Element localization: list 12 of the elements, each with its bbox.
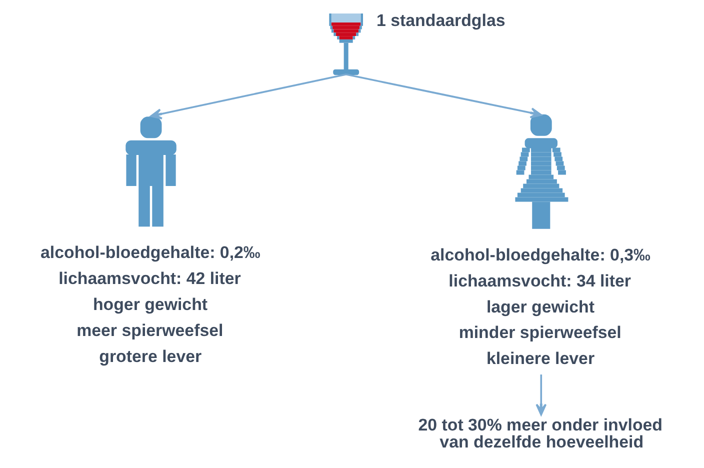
node-label: 1 standaardglas <box>376 10 506 30</box>
node-label: kleinere lever <box>486 348 595 368</box>
node-label: minder spierweefsel <box>458 322 622 342</box>
node-label: lager gewicht <box>486 296 594 316</box>
node-text: 20 tot 30% meer onder invloed van dezelfde hoeveelheid <box>418 415 663 452</box>
node-label: alcohol-bloedgehalte: 0,3‰ <box>430 244 650 264</box>
node-label: lichaamsvocht: 42 liter <box>58 268 241 288</box>
node-label: grotere lever <box>99 346 202 366</box>
node-label: lichaamsvocht: 34 liter <box>448 270 631 290</box>
node-label: meer spierweefsel <box>76 320 224 340</box>
node-label: hoger gewicht <box>92 294 208 314</box>
node-label: alcohol-bloedgehalte: 0,2‰ <box>40 242 260 262</box>
